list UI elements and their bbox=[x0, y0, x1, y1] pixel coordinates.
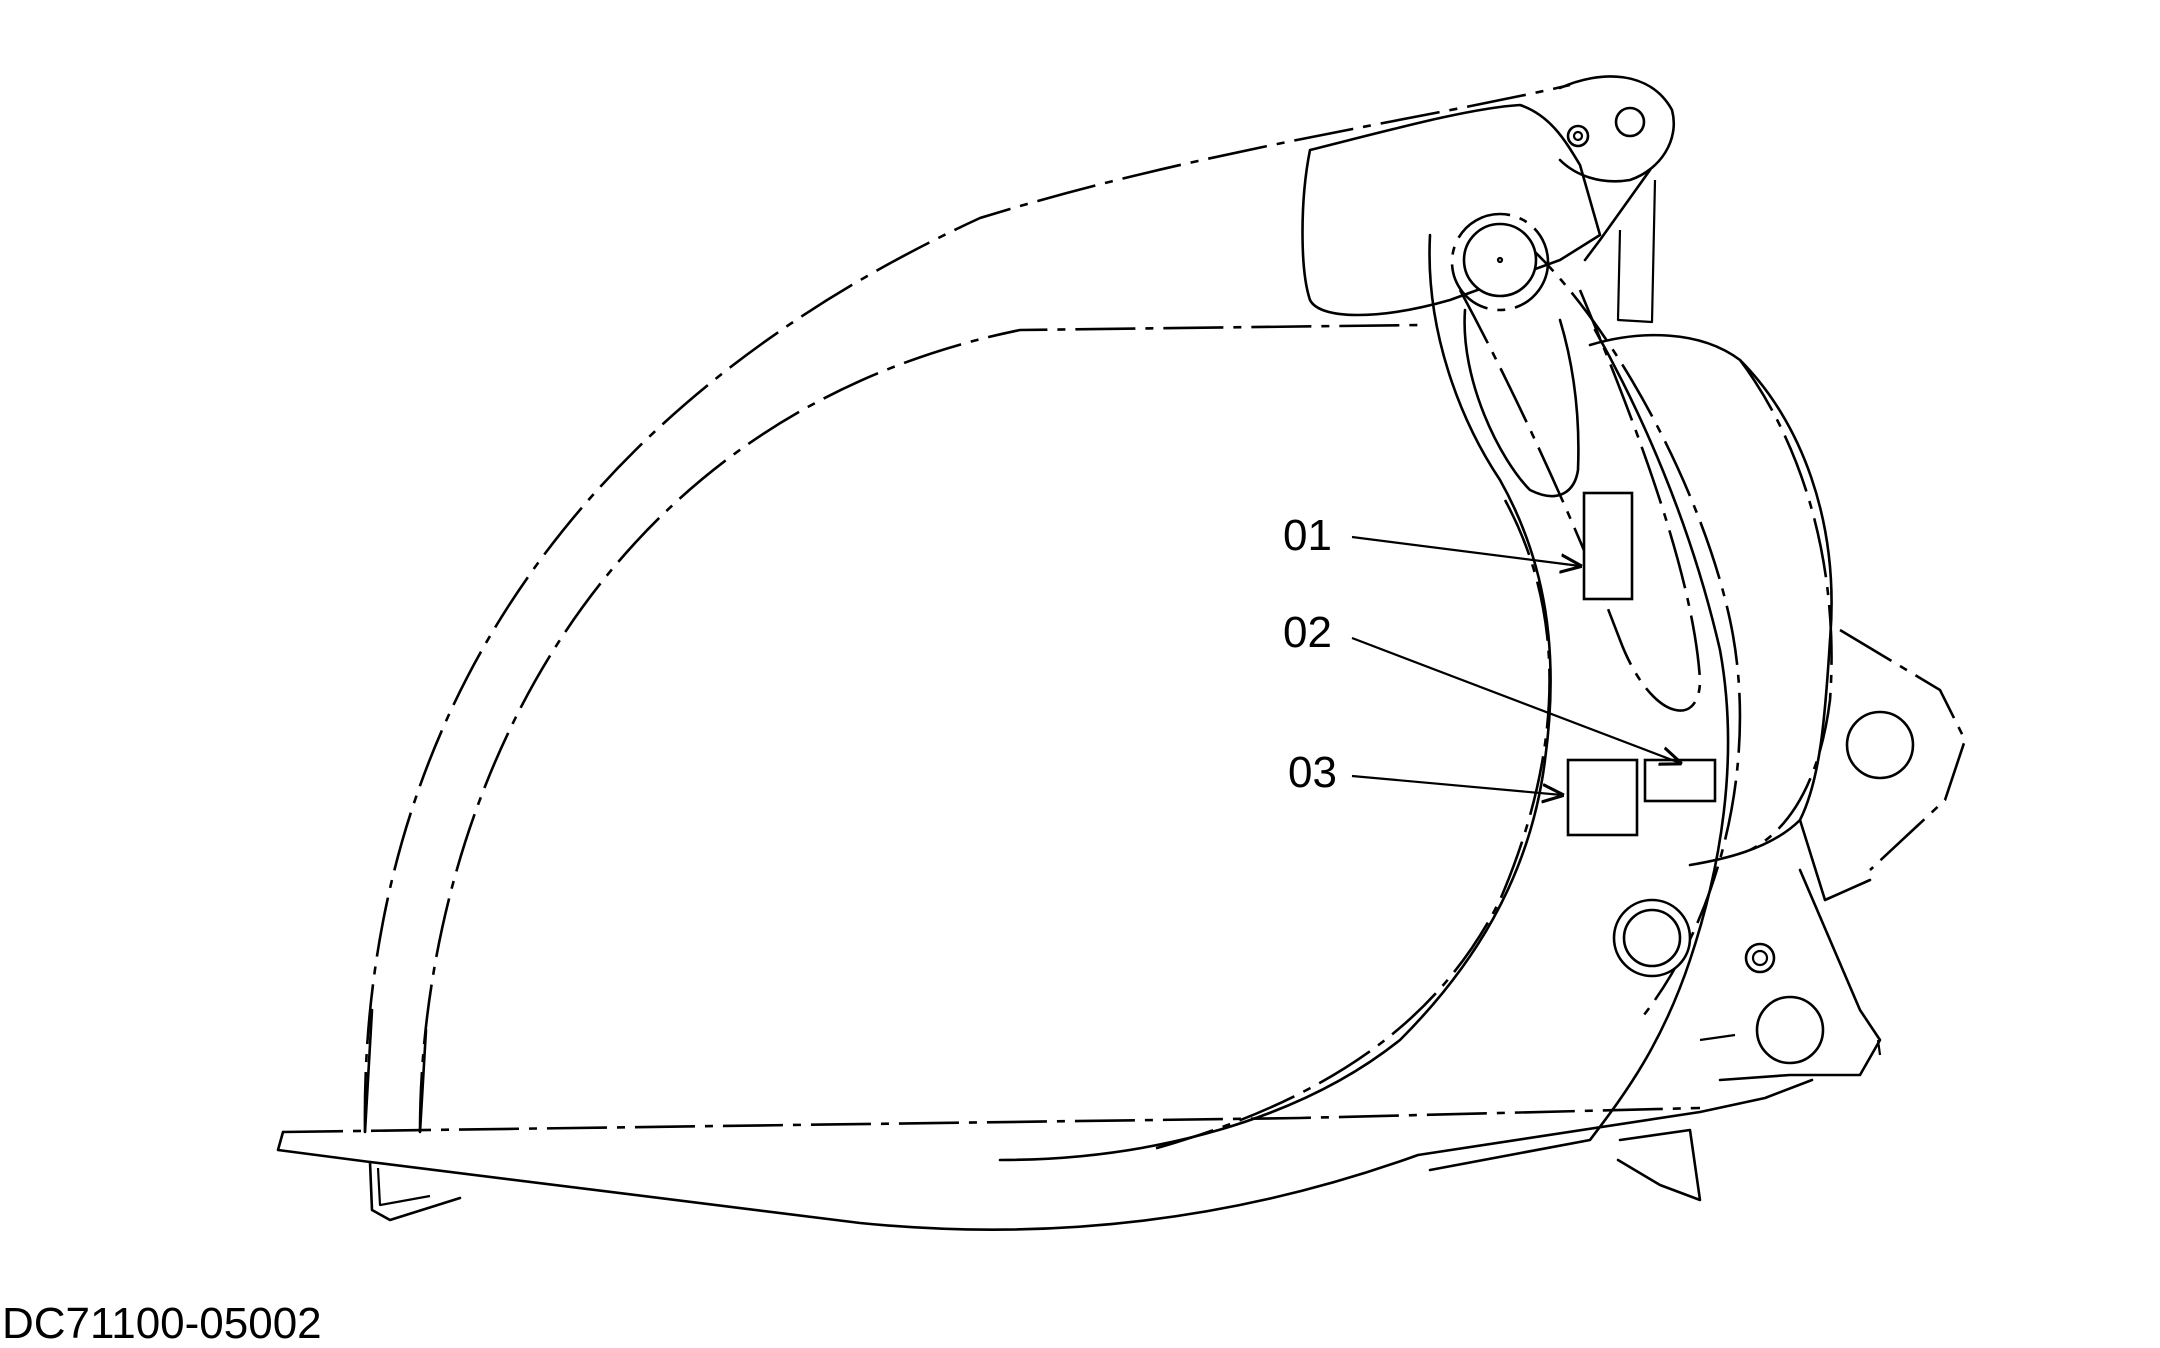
pivot-holes bbox=[1450, 106, 1915, 1065]
mounting-bracket bbox=[1699, 628, 1967, 1082]
top-pivot-pin bbox=[1462, 222, 1538, 298]
mount-hole-lower bbox=[1755, 995, 1825, 1065]
label-plate-02 bbox=[1643, 758, 1717, 803]
guide-slot bbox=[1458, 289, 1702, 712]
bottom-plate bbox=[276, 1078, 1814, 1231]
mount-hole-upper bbox=[1845, 710, 1915, 780]
cylinder-housing bbox=[1588, 333, 1833, 867]
top-link-pin-small bbox=[1566, 124, 1590, 148]
top-arm-plate bbox=[1301, 75, 1675, 324]
jaw-body bbox=[998, 228, 1742, 1172]
outer-tine bbox=[363, 83, 1571, 1134]
callout-labels: 01 02 03 bbox=[1283, 511, 1337, 797]
callout-label-02: 02 bbox=[1283, 608, 1332, 657]
label-plate-03 bbox=[1566, 758, 1639, 837]
mount-bolt bbox=[1744, 942, 1776, 974]
figure-id: DC71100-05002 bbox=[2, 1299, 322, 1348]
leader-03 bbox=[1351, 774, 1562, 795]
callout-label-01: 01 bbox=[1283, 511, 1332, 560]
label-plates bbox=[1566, 491, 1717, 837]
callout-leaders bbox=[1351, 535, 1680, 795]
top-link-pin-large bbox=[1614, 106, 1646, 138]
callout-label-03: 03 bbox=[1288, 748, 1337, 797]
lower-tooth bbox=[1616, 1128, 1702, 1202]
leader-02 bbox=[1351, 636, 1680, 763]
leader-01 bbox=[1351, 535, 1580, 566]
label-plate-01 bbox=[1582, 491, 1634, 601]
